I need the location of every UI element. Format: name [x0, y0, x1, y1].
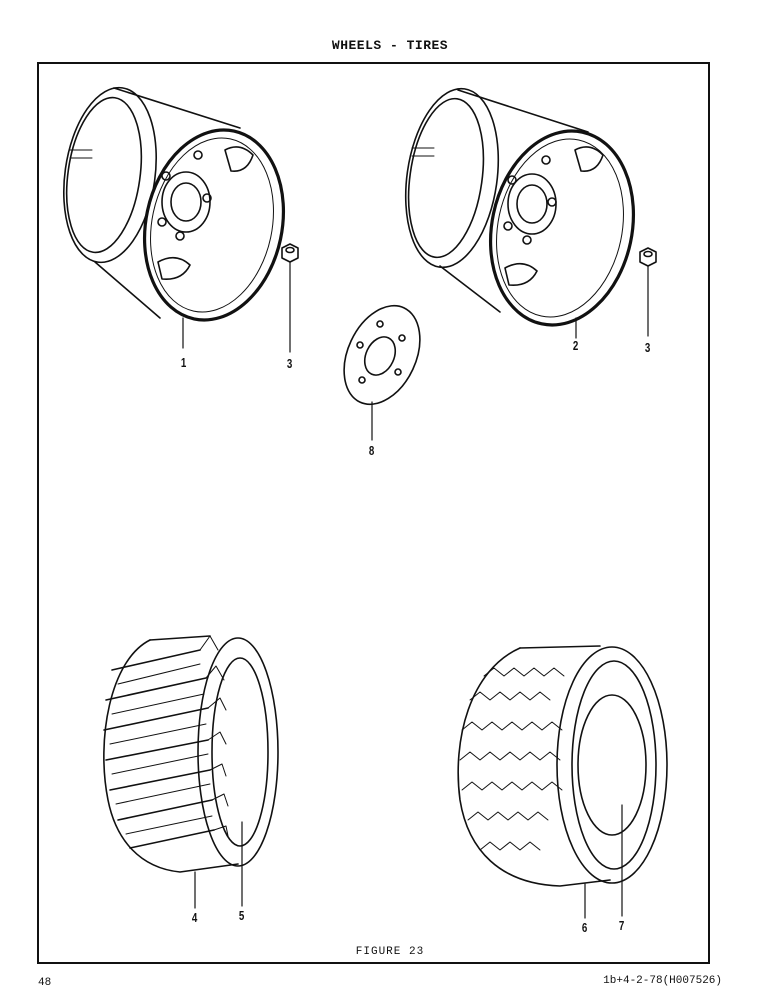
callout-4: 4	[191, 910, 198, 925]
callout-7: 7	[618, 918, 625, 933]
tractor-tire	[103, 635, 279, 909]
callout-5: 5	[238, 908, 245, 923]
lug-nut-right	[639, 247, 657, 337]
lug-nut-left	[281, 243, 299, 353]
wheel-rim-left	[62, 86, 286, 349]
figure-caption: FIGURE 23	[355, 946, 425, 958]
document-id: 1b+4-2-78(H007526)	[603, 975, 722, 987]
callout-1: 1	[180, 355, 187, 370]
page-number: 48	[38, 977, 52, 989]
hub-plate	[343, 304, 421, 441]
turf-tire	[457, 645, 668, 919]
callout-3-right: 3	[644, 340, 651, 355]
callout-8: 8	[368, 443, 375, 458]
callout-2: 2	[572, 338, 579, 353]
callout-3-left: 3	[286, 356, 293, 371]
page-title: WHEELS - TIRES	[331, 38, 449, 53]
callout-6: 6	[581, 920, 588, 935]
wheel-rim-right	[404, 87, 636, 339]
figure-frame	[37, 62, 710, 964]
